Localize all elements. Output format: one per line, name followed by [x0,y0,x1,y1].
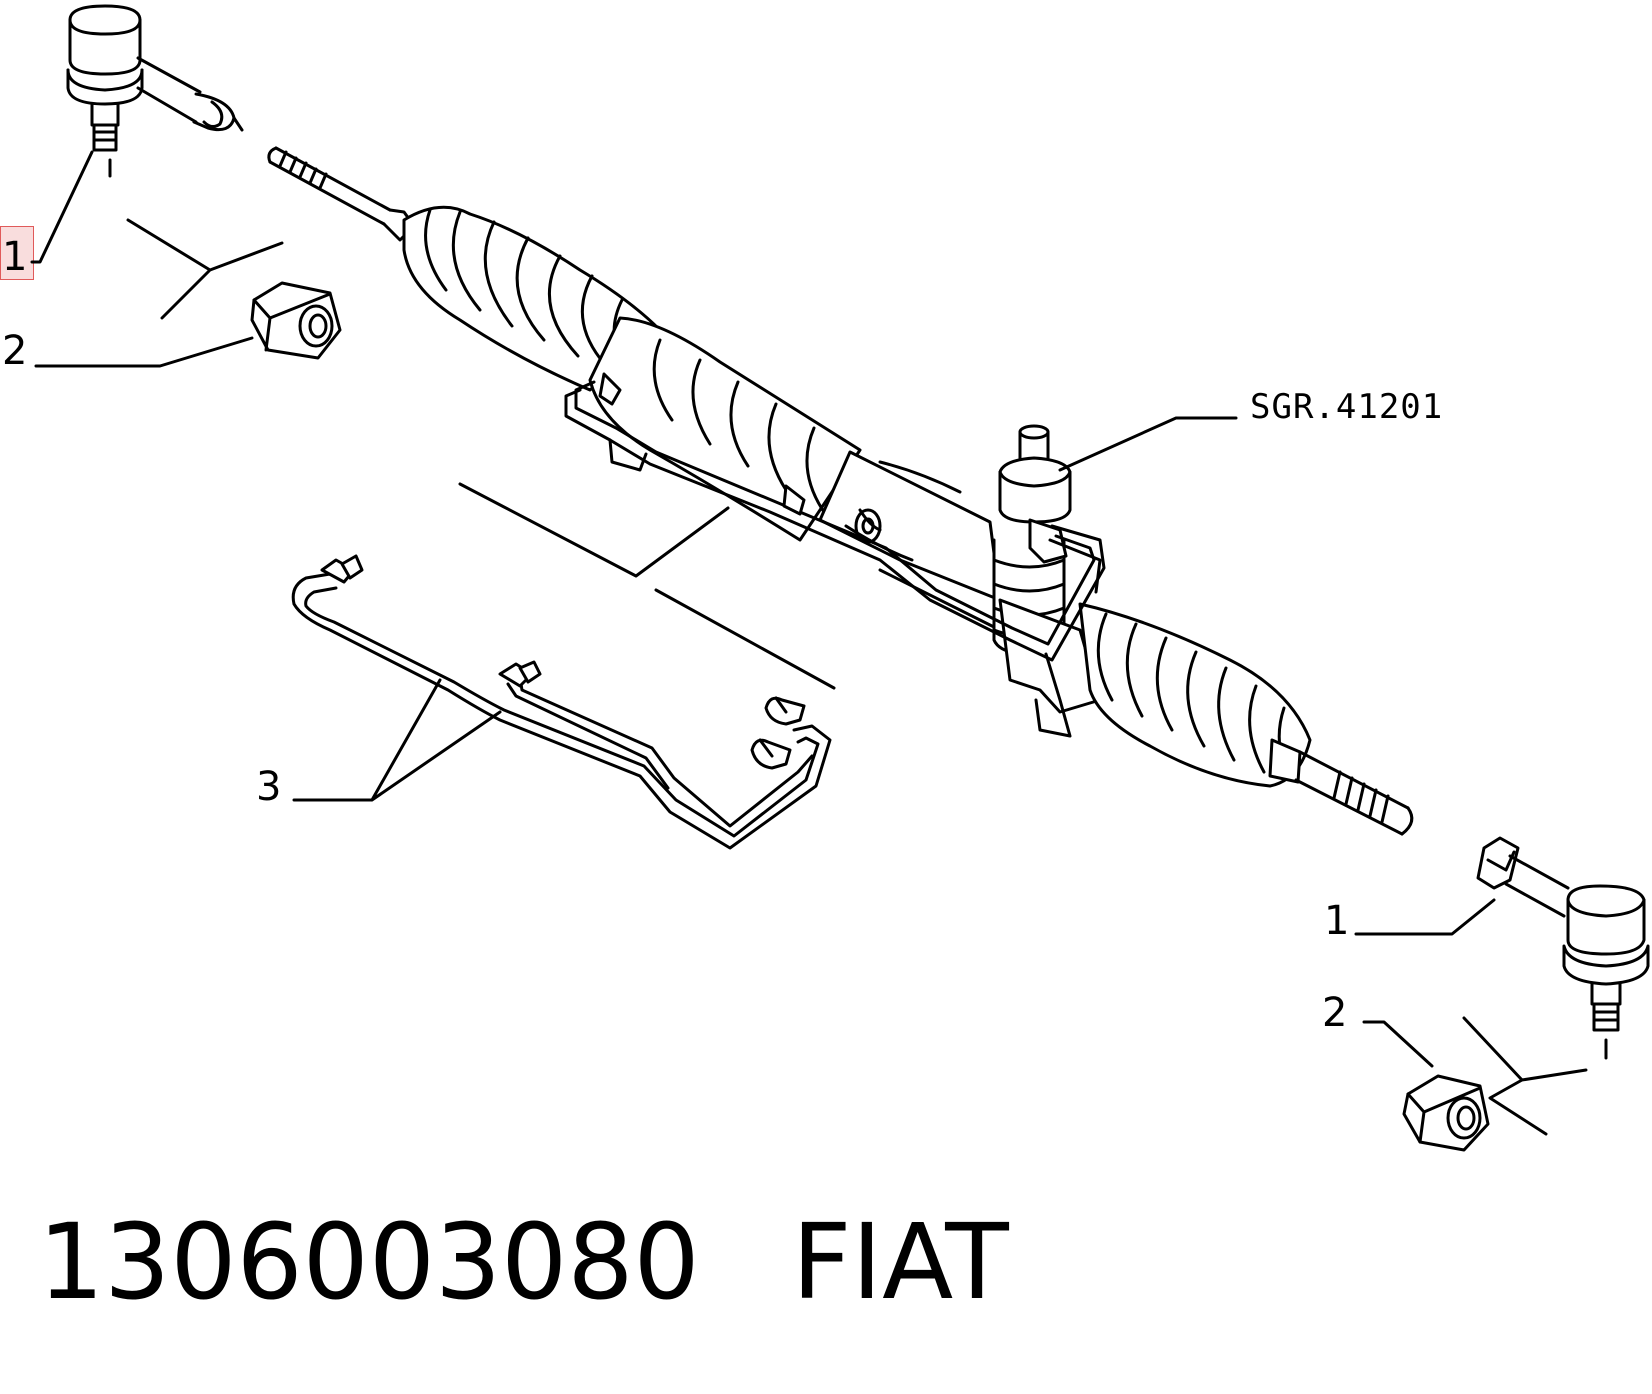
nut-left [250,281,342,360]
part-number: 1306003080 [38,1201,700,1323]
callout-3: 3 [256,764,281,810]
leaders-left [30,150,284,368]
steering-rack [267,146,1414,836]
callout-1-left: 1 [2,234,27,280]
leader-pipes [292,678,502,802]
tie-rod-end-right [1476,836,1650,1060]
brand-name: FIAT [791,1201,1009,1323]
nut-right [1402,1074,1490,1152]
leader-rack-pipes [458,482,836,690]
leader-reference [1058,416,1238,472]
callout-1-right: 1 [1324,898,1349,944]
reference-code: SGR.41201 [1250,387,1443,427]
highlight-box [0,226,34,280]
pipe-set [291,554,832,850]
callout-2-right: 2 [1322,990,1347,1036]
leaders-right [1354,898,1588,1136]
tie-rod-end-left [66,4,244,178]
callout-2-left: 2 [2,328,27,374]
